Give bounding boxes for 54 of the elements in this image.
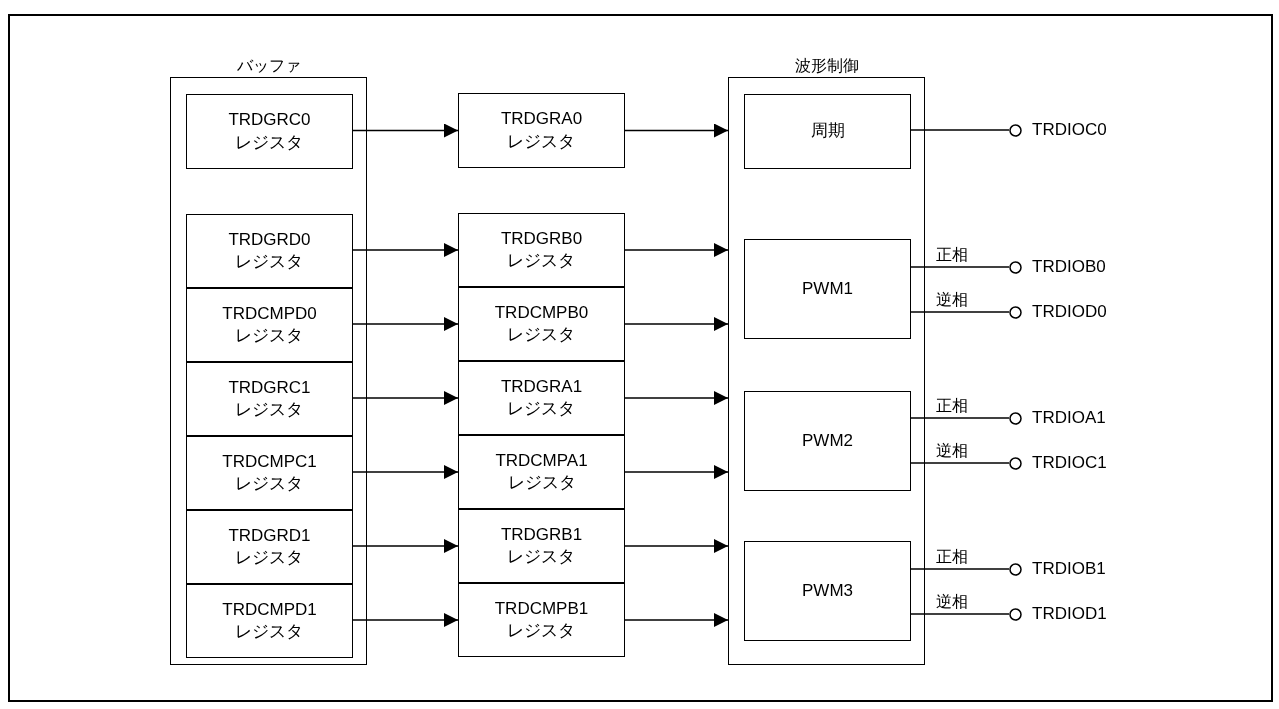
register-box: TRDGRD0 レジスタ [186, 214, 353, 288]
connector-line [909, 311, 1010, 313]
edge-label: 正相 [935, 246, 968, 264]
edge-label: 正相 [935, 397, 968, 415]
arrow [351, 465, 459, 479]
edge-label: 逆相 [935, 291, 968, 309]
register-box: TRDCMPB0 レジスタ [458, 287, 625, 361]
arrow [351, 243, 459, 257]
arrow [624, 613, 729, 627]
group-title: バッファ [235, 56, 302, 76]
register-box: TRDGRB0 レジスタ [458, 213, 625, 287]
edge-label: 逆相 [935, 593, 968, 611]
register-box: TRDCMPA1 レジスタ [458, 435, 625, 509]
pin-label: TRDIOB0 [1032, 257, 1106, 277]
arrow [351, 391, 459, 405]
arrow [351, 613, 459, 627]
register-box: TRDCMPD1 レジスタ [186, 584, 353, 658]
pin-label: TRDIOC0 [1032, 120, 1107, 140]
block-box: 周期 [744, 94, 911, 169]
block-box: PWM1 [744, 239, 911, 339]
register-box: TRDGRC0 レジスタ [186, 94, 353, 169]
pin-label: TRDIOB1 [1032, 559, 1106, 579]
connector-line [909, 568, 1010, 570]
connector-line [909, 613, 1010, 615]
register-box: TRDCMPC1 レジスタ [186, 436, 353, 510]
edge-label: 正相 [935, 548, 968, 566]
group-title: 波形制御 [793, 56, 860, 76]
register-box: TRDCMPD0 レジスタ [186, 288, 353, 362]
arrow [624, 317, 729, 331]
block-box: PWM3 [744, 541, 911, 641]
edge-label: 逆相 [935, 442, 968, 460]
register-box: TRDGRA1 レジスタ [458, 361, 625, 435]
arrow [624, 539, 729, 553]
arrow [624, 243, 729, 257]
register-box: TRDGRD1 レジスタ [186, 510, 353, 584]
arrow [624, 123, 729, 138]
block-box: PWM2 [744, 391, 911, 491]
register-box: TRDGRB1 レジスタ [458, 509, 625, 583]
register-box: TRDGRC1 レジスタ [186, 362, 353, 436]
connector-line [909, 462, 1010, 464]
connector-line [909, 266, 1010, 268]
arrow [624, 465, 729, 479]
register-box: TRDCMPB1 レジスタ [458, 583, 625, 657]
pin-label: TRDIOD1 [1032, 604, 1107, 624]
connector-line [909, 417, 1010, 419]
arrow [351, 317, 459, 331]
arrow [624, 391, 729, 405]
pin-label: TRDIOA1 [1032, 408, 1106, 428]
pin-label: TRDIOC1 [1032, 453, 1107, 473]
register-box: TRDGRA0 レジスタ [458, 93, 625, 168]
connector-line [909, 129, 1010, 131]
arrow [351, 123, 459, 138]
pin-label: TRDIOD0 [1032, 302, 1107, 322]
arrow [351, 539, 459, 553]
